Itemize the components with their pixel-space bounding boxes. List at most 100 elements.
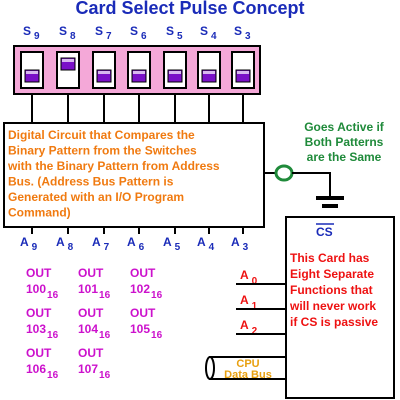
indicator-ring (274, 164, 294, 182)
out-address-value-5: 105 (130, 322, 150, 336)
address-label-A4-digit: 4 (209, 242, 215, 253)
address-wires (31, 227, 244, 234)
comparator-text: Digital Circuit that Compares theBinary … (7, 128, 220, 220)
card-text-line-4: if CS is passive (290, 315, 378, 329)
card-input-A0-letter: A (240, 268, 249, 282)
address-label-A9-digit: 9 (32, 242, 38, 253)
address-label-A6-letter: A (127, 235, 136, 249)
out-address-value-2: 102 (130, 282, 150, 296)
card-input-A2-digit: 2 (252, 326, 258, 337)
active-note-line-0: Goes Active if (304, 120, 385, 134)
out-address-3: 10316 (26, 322, 59, 341)
card-text-line-2: Functions that (290, 283, 373, 297)
out-address-4: 10416 (78, 322, 111, 341)
switch-label-S7-letter: S (95, 24, 103, 38)
address-label-A7-letter: A (92, 235, 101, 249)
card-input-A2-letter: A (240, 318, 249, 332)
out-word-7: OUT (78, 346, 104, 360)
switch-label-S5-letter: S (166, 24, 174, 38)
cs-wire (292, 172, 331, 196)
cpu-data-bus: CPU Data Bus (205, 356, 287, 381)
switch-label-S4-letter: S (200, 24, 208, 38)
page-title: Card Select Pulse Concept (75, 0, 304, 18)
comparator-line-0: Digital Circuit that Compares the (8, 128, 195, 142)
switch-knob-highlight-0 (26, 71, 38, 74)
dip-switches (20, 51, 255, 89)
out-address-value-4: 104 (78, 322, 98, 336)
card-text-line-3: will never work (289, 299, 376, 313)
switch-label-S6-letter: S (130, 24, 138, 38)
address-label-A8-digit: 8 (68, 242, 74, 253)
out-address-1: 10116 (78, 282, 111, 301)
switch-label-S4-digit: 4 (211, 31, 217, 42)
out-word-6: OUT (26, 346, 52, 360)
out-address-base-3: 16 (47, 330, 59, 341)
switch-knob-highlight-6 (237, 71, 249, 74)
switch-wires (31, 94, 244, 123)
switch-knob-highlight-1 (62, 59, 74, 62)
card-box (285, 216, 395, 399)
bus-label-line1: CPU (236, 358, 259, 370)
switch-knob-highlight-2 (98, 71, 110, 74)
address-label-A9-letter: A (20, 235, 29, 249)
out-address-value-3: 103 (26, 322, 46, 336)
comparator-line-3: Bus. (Address Bus Pattern is (8, 175, 174, 189)
address-label-A8-letter: A (56, 235, 65, 249)
out-address-2: 10216 (130, 282, 163, 301)
out-address-5: 10516 (130, 322, 163, 341)
switch-label-S7-digit: 7 (106, 31, 112, 42)
address-label-A3-digit: 3 (243, 242, 249, 253)
out-address-base-6: 16 (47, 370, 59, 381)
switch-label-S8-letter: S (59, 24, 67, 38)
address-label-A5-digit: 5 (175, 242, 181, 253)
out-address-value-1: 101 (78, 282, 98, 296)
out-address-base-2: 16 (151, 290, 163, 301)
out-address-value-7: 107 (78, 362, 98, 376)
out-address-base-5: 16 (151, 330, 163, 341)
switch-label-S9-letter: S (23, 24, 31, 38)
address-label-A4-letter: A (197, 235, 206, 249)
card-input-A1-digit: 1 (252, 301, 258, 312)
address-label-A3-letter: A (231, 235, 240, 249)
switch-label-S3-letter: S (234, 24, 242, 38)
out-address-0: 10016 (26, 282, 59, 301)
address-label-A5-letter: A (163, 235, 172, 249)
out-address-list: OUT10016OUT10116OUT10216OUT10316OUT10416… (26, 266, 163, 381)
switch-label-S3-digit: 3 (245, 31, 251, 42)
out-word-3: OUT (26, 306, 52, 320)
switch-knob-highlight-5 (203, 71, 215, 74)
card-input-A1-letter: A (240, 293, 249, 307)
comparator-line-4: Generated with an I/O Program (8, 190, 184, 204)
switch-label-S9-digit: 9 (34, 31, 40, 42)
bus-label-line2: Data Bus (224, 369, 272, 381)
out-word-2: OUT (130, 266, 156, 280)
card-text-line-1: Eight Separate (290, 267, 374, 281)
out-address-7: 10716 (78, 362, 111, 381)
active-note-line-2: are the Same (307, 150, 382, 164)
switch-label-S8-digit: 8 (70, 31, 76, 42)
out-address-base-4: 16 (99, 330, 111, 341)
switch-knob-highlight-3 (133, 71, 145, 74)
address-label-A7-digit: 7 (104, 242, 110, 253)
address-label-A6-digit: 6 (139, 242, 145, 253)
out-word-4: OUT (78, 306, 104, 320)
out-word-0: OUT (26, 266, 52, 280)
